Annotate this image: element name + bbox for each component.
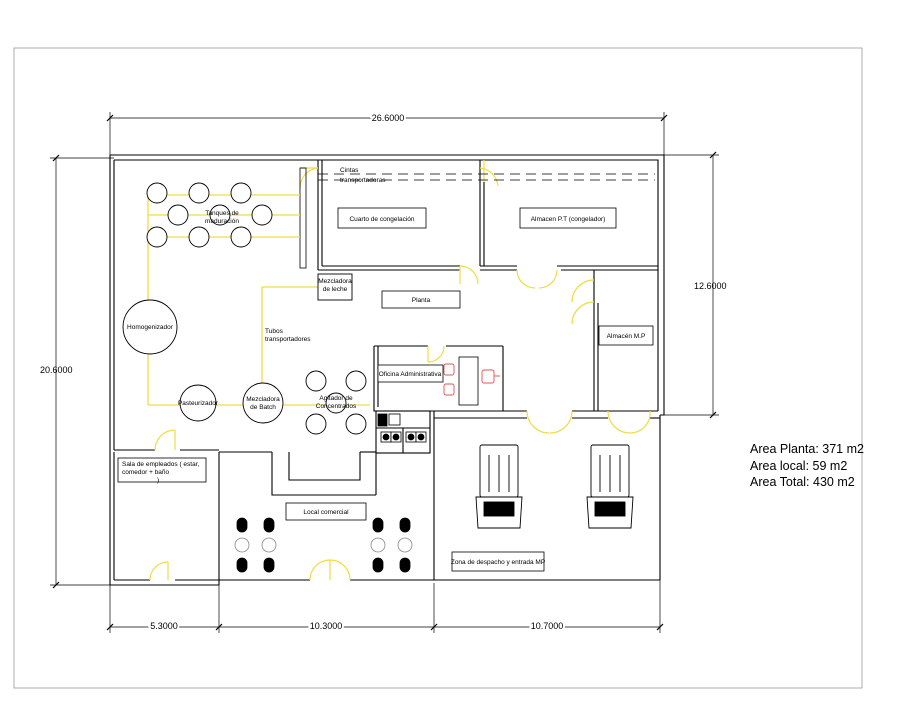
label-sala-1: Sala de empleados ( estar, (122, 461, 200, 468)
label-local: Local comercial (303, 509, 349, 516)
label-boxes (117, 207, 654, 572)
label-homogenizador: Homogenizador (127, 324, 174, 331)
label-cintas-2: transportadoras (340, 177, 386, 184)
label-tubos-1: Tubos (265, 328, 284, 335)
dim-bottom-1: 5.3000 (150, 621, 178, 631)
label-mezcladora-leche-1: Mezcladora (318, 278, 352, 285)
dim-top-label: 26.6000 (372, 113, 405, 123)
area-total: Area Total: 430 m2 (750, 475, 855, 489)
dim-bottom-2: 10.3000 (310, 621, 343, 631)
label-congelacion: Cuarto de congelación (349, 216, 414, 223)
machines (122, 273, 367, 435)
truck-2 (586, 444, 634, 529)
sheet-frame (13, 47, 863, 689)
dimension-lines (50, 112, 719, 633)
label-despacho: Zona de despacho y entrada MP (451, 559, 545, 566)
dim-left-label: 20.6000 (40, 365, 73, 375)
label-sala-2: comedor + baño (122, 469, 170, 476)
label-cintas: Cintas (340, 167, 359, 174)
label-oficina: Oficina Administrativa (379, 371, 442, 378)
pasteurizer-shape (179, 384, 217, 422)
label-batch-1: Mezcladora (246, 396, 280, 403)
milk-mixer-shape (317, 273, 353, 301)
bathroom-fixtures (377, 413, 427, 443)
label-tanques-1: Tanques de (205, 210, 239, 217)
office-furniture (443, 356, 500, 406)
label-tanques-2: maduración (205, 218, 239, 225)
dim-bottom-3: 10.7000 (531, 621, 564, 631)
batch-mixer-shape (242, 382, 284, 424)
truck-1 (475, 444, 523, 529)
cafe-tables (234, 517, 413, 573)
label-agitador-2: Concentrados (316, 403, 357, 410)
label-sala-3: ) (157, 477, 159, 484)
label-batch-2: de Batch (250, 404, 276, 411)
conveyor-belts (299, 167, 655, 269)
doors (149, 160, 651, 581)
label-almacen-pt: Almacen P.T (congelador) (531, 216, 606, 223)
label-agitador-1: Agitador de (319, 395, 353, 402)
label-planta: Planta (412, 297, 431, 304)
maturation-tanks (146, 182, 273, 248)
walls (109, 154, 665, 586)
label-mezcladora-leche-2: de leche (323, 286, 348, 293)
label-almacen-mp: Almacén M.P (607, 333, 646, 340)
area-local: Area local: 59 m2 (750, 458, 848, 473)
label-pasteurizador: Pasteurizador (178, 400, 219, 407)
dimension-ticks (52, 114, 717, 631)
area-summary: Area Planta: 371 m2 Area local: 59 m2 Ar… (750, 441, 864, 491)
dim-right-label: 12.6000 (694, 281, 727, 291)
homogenizer-shape (122, 299, 178, 355)
area-planta: Area Planta: 371 m2 (750, 442, 864, 456)
label-tubos-2: transportadores (265, 336, 311, 343)
